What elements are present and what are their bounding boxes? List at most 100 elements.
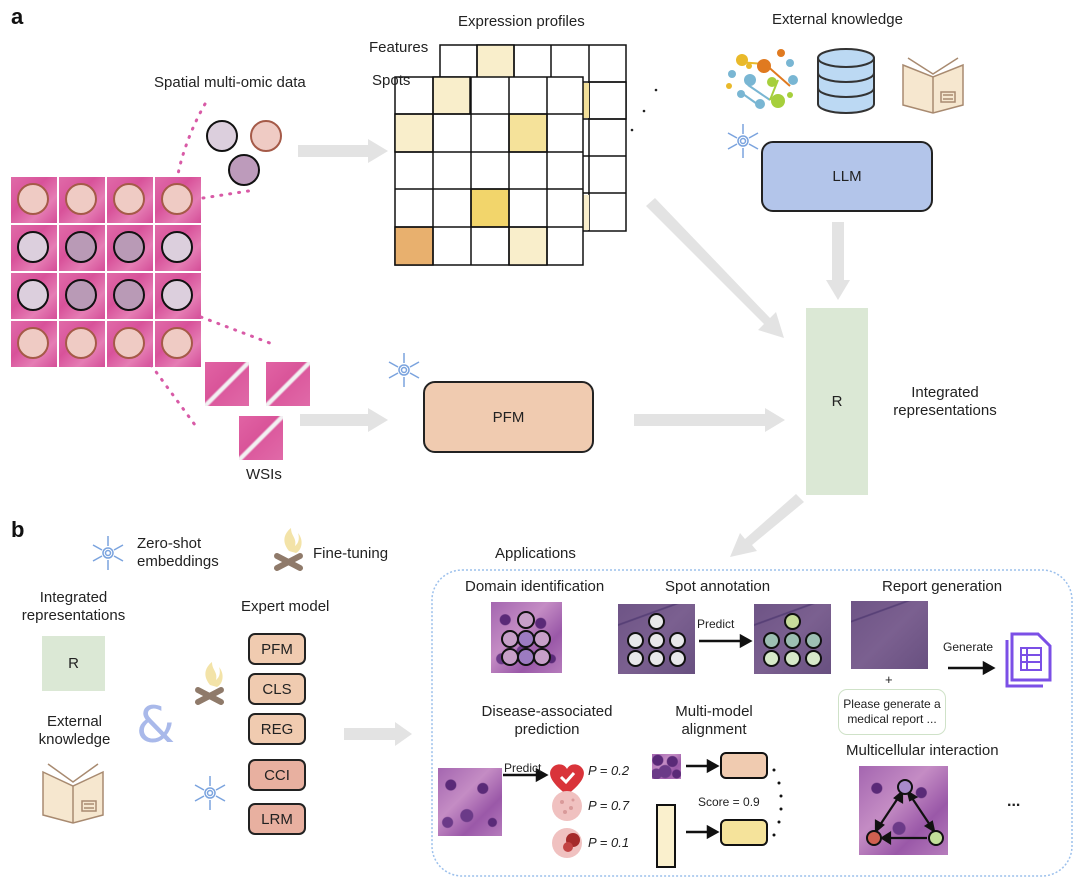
b-r-block: R — [42, 636, 105, 691]
expert-model-cci: CCI — [248, 759, 306, 791]
alignment-dotted-arc — [772, 768, 783, 837]
llm-label: LLM — [832, 168, 862, 185]
applications-container — [431, 569, 1073, 877]
matrix-cell — [432, 76, 471, 115]
arrow-matrix-to-r — [646, 198, 784, 338]
document-icon — [1005, 632, 1052, 688]
external-knowledge-label: External knowledge — [772, 11, 903, 28]
cell-node-purple — [897, 779, 913, 795]
spot-annotation-predict-label: Predict — [697, 617, 735, 631]
expression-matrix-front — [394, 76, 584, 266]
campfire-icon — [195, 662, 224, 705]
report-generate-label: Generate — [943, 640, 994, 654]
omic-circle-light — [206, 120, 238, 152]
arrow-llm-to-r — [826, 222, 850, 300]
disease-predict-label: Predict — [504, 761, 542, 775]
arrow-pfm-to-r — [634, 408, 785, 432]
expression-profiles-title: Expression profiles — [458, 13, 585, 30]
database-icon — [817, 48, 875, 114]
b-r-label: R — [68, 655, 79, 672]
llm-block: LLM — [761, 141, 933, 212]
report-input-image — [851, 601, 928, 669]
report-plus: + — [885, 672, 893, 687]
probability-early: P = 0.7 — [588, 798, 630, 813]
zero-shot-line1: Zero-shot — [137, 535, 202, 552]
cell-node-green — [928, 830, 944, 846]
b-integrated-line2: representations — [21, 607, 126, 624]
black-arrows — [503, 633, 996, 840]
b-external-line1: External — [46, 713, 103, 730]
campfire-icon — [274, 528, 303, 571]
snowflake-icon — [92, 536, 124, 570]
domain-identification-title: Domain identification — [465, 578, 605, 595]
network-icon — [726, 49, 798, 109]
spots-axis-label: Spots — [372, 72, 411, 89]
integrated-representations-label: Integrated representations — [885, 384, 1005, 420]
domain-identification-image — [491, 602, 562, 673]
multicellular-interaction-title: Multicellular interaction — [846, 742, 999, 759]
cell-node-red — [866, 830, 882, 846]
spatial-multiomic-label: Spatial multi-omic data — [154, 74, 306, 91]
wsi-patch — [239, 416, 283, 460]
prompt-line1: Please generate a — [843, 697, 941, 711]
ampersand-symbol: & — [136, 696, 175, 754]
expert-model-pfm: PFM — [248, 633, 306, 665]
wsi-patch — [205, 362, 249, 406]
alignment-embedding-omics — [720, 819, 768, 846]
b-integrated-representations-label: Integrated representations — [6, 589, 141, 625]
tumor-cell-early-icon — [552, 791, 582, 821]
arrow-expert-to-apps — [344, 722, 412, 746]
prompt-line2: medical report ... — [847, 712, 937, 726]
omic-circle-pink — [250, 120, 282, 152]
panel-a-letter: a — [11, 4, 24, 29]
arrow-r-to-apps — [730, 494, 804, 557]
alignment-line1: Multi-model — [675, 703, 753, 720]
disease-line2: prediction — [514, 721, 580, 738]
b-integrated-line1: Integrated — [39, 589, 108, 606]
spot-annotation-title: Spot annotation — [665, 578, 771, 595]
book-icon — [42, 763, 104, 824]
disease-input-image — [438, 768, 502, 836]
flow-arrows — [298, 139, 850, 746]
alignment-tissue-image — [652, 754, 681, 779]
probability-late: P = 0.1 — [588, 835, 630, 850]
more-applications-ellipsis: ... — [1007, 793, 1021, 810]
matrix-cell — [470, 188, 510, 228]
zero-shot-line2: embeddings — [137, 553, 219, 570]
matrix-cell — [394, 113, 434, 153]
alignment-embedding-tissue — [720, 752, 768, 779]
probability-healthy: P = 0.2 — [588, 763, 630, 778]
spot-annotation-output-image — [754, 604, 831, 674]
integrated-representation-block: R — [806, 308, 868, 495]
expert-model-lrm: LRM — [248, 803, 306, 835]
matrix-cell — [508, 226, 548, 266]
b-external-knowledge-label: External knowledge — [12, 713, 137, 749]
book-icon — [902, 57, 964, 114]
report-generation-title: Report generation — [882, 578, 1003, 595]
wsi-patch — [266, 362, 310, 406]
disease-line1: Disease-associated — [481, 703, 613, 720]
heart-check-icon — [550, 764, 584, 795]
expert-model-reg: REG — [248, 713, 306, 745]
arrow-wsi-to-pfm — [300, 408, 388, 432]
alignment-score-label: Score = 0.9 — [698, 795, 760, 809]
matrix-cell — [394, 226, 434, 266]
legend-zero-shot: Zero-shot embeddings — [137, 535, 219, 571]
report-prompt-box: Please generate a medical report ... — [838, 689, 946, 735]
multi-model-alignment-title: Multi-model alignment — [654, 703, 774, 739]
disease-prediction-title: Disease-associated prediction — [467, 703, 627, 739]
pfm-block: PFM — [423, 381, 594, 453]
pfm-label: PFM — [492, 408, 525, 426]
snowflake-icon — [194, 776, 226, 810]
omic-circle-dark — [228, 154, 260, 186]
wsis-label: WSIs — [246, 466, 282, 483]
matrix-cell — [508, 113, 548, 153]
expert-model-cls: CLS — [248, 673, 306, 705]
snowflake-icon — [727, 124, 759, 158]
alignment-line2: alignment — [681, 721, 747, 738]
expert-model-title: Expert model — [241, 598, 330, 615]
snowflake-icon — [388, 353, 420, 387]
dotted-connectors — [149, 102, 277, 427]
matrix-stack-dots — [630, 88, 658, 132]
